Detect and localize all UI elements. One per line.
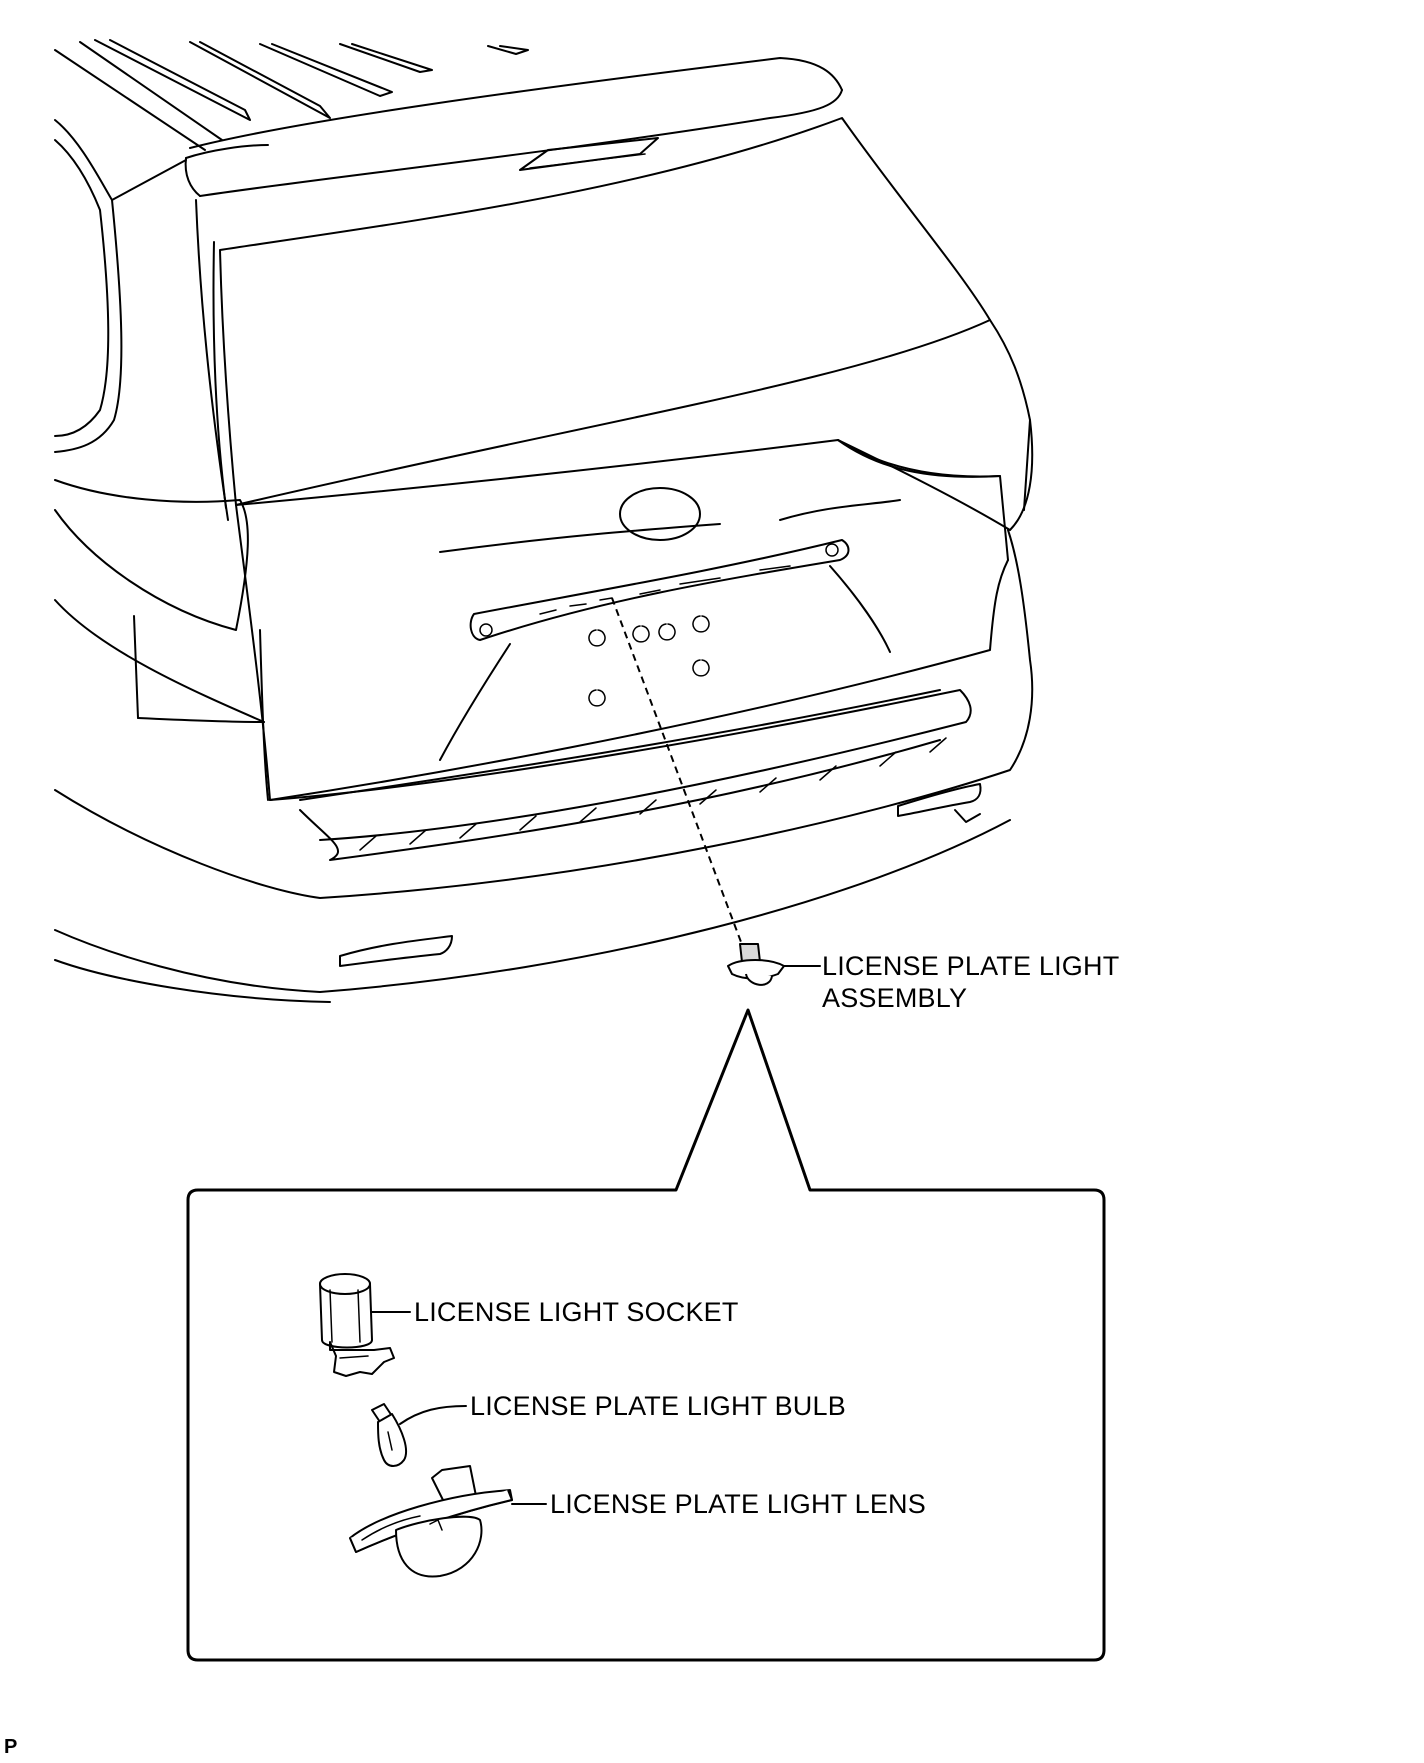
license-plate-light-lens-icon	[349, 1465, 513, 1578]
vehicle-rear-illustration	[54, 39, 1034, 1003]
license-plate-light-bulb-icon	[371, 1403, 408, 1467]
label-license-plate-light-bulb: LICENSE PLATE LIGHT BULB	[470, 1391, 846, 1421]
label-license-plate-light-assembly-1: LICENSE PLATE LIGHT	[822, 951, 1120, 981]
callout-box	[186, 1008, 1106, 1662]
label-license-light-socket: LICENSE LIGHT SOCKET	[414, 1297, 739, 1327]
label-license-plate-light-lens: LICENSE PLATE LIGHT LENS	[550, 1489, 926, 1519]
license-plate-light-assembly-icon	[727, 943, 785, 986]
leader-bulb	[399, 1405, 467, 1425]
label-license-plate-light-assembly-2: ASSEMBLY	[822, 983, 968, 1013]
corner-mark: P	[4, 1736, 18, 1758]
license-light-socket-icon	[319, 1273, 395, 1377]
leader-dashed-line	[611, 597, 751, 967]
